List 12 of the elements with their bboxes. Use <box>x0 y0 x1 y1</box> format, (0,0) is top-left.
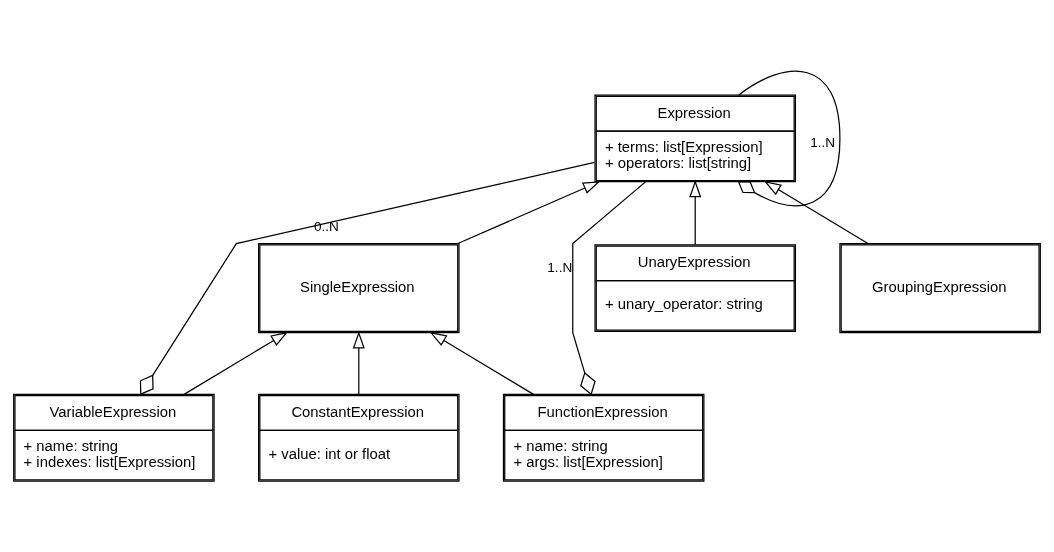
edge-label: 1..N <box>547 260 573 276</box>
arrow <box>457 181 601 245</box>
connector <box>572 181 646 396</box>
connector <box>139 161 596 396</box>
arrow <box>429 331 535 395</box>
arrow <box>689 180 702 246</box>
connector <box>737 70 841 207</box>
edge-label: 0..N <box>313 219 339 235</box>
edge-label: 1..N <box>810 135 836 151</box>
arrow <box>764 181 869 245</box>
arrow <box>183 331 289 395</box>
arrow <box>352 331 365 395</box>
